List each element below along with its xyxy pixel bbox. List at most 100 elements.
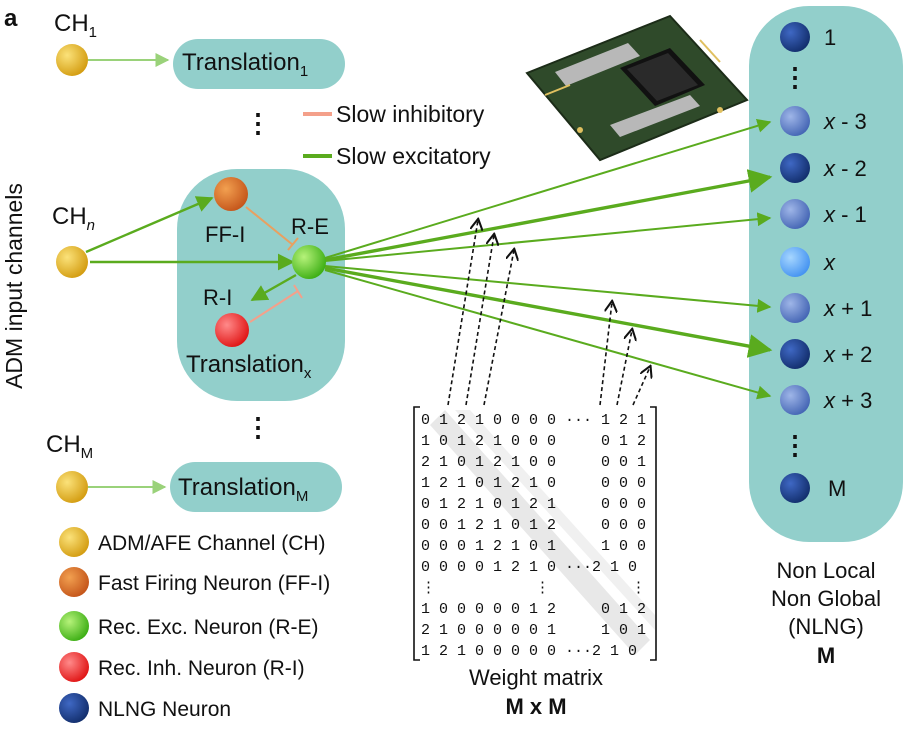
matrix-row-4: 1 2 1 0 1 2 1 0 0 0 0 [421,475,646,492]
nlng-label-x-2: x - 2 [823,156,867,181]
legend-nlng-swatch [59,693,89,723]
legend-ff-label: Fast Firing Neuron (FF-I) [98,572,330,595]
arrow-to-x+3 [324,269,772,400]
dashed-arrow-4 [599,302,612,406]
chn-neuron [56,246,88,278]
matrix-rows: 0 1 2 1 0 0 0 0 ··· 1 2 1 1 0 1 2 1 0 0 … [421,412,646,660]
legend-excitatory-label: Slow excitatory [336,143,491,169]
nlng-neuron-x+3 [780,385,810,415]
nlng-label-x+3: x + 3 [823,388,872,413]
legend-ri-label: Rec. Inh. Neuron (R-I) [98,657,305,680]
matrix-row-2: 1 0 1 2 1 0 0 0 0 1 2 [421,433,646,450]
nlng-neuron-m [780,473,810,503]
matrix-row-5: 0 1 2 1 0 1 2 1 0 0 0 [421,496,646,513]
arrow-to-x+2 [324,266,773,358]
translation-x-box [177,169,345,401]
matrix-row-1: 0 1 2 1 0 0 0 0 ··· 1 2 1 [421,412,646,429]
translation-m-label: TranslationM [178,474,308,505]
chm-neuron [56,471,88,503]
neuron-legend: ADM/AFE Channel (CH) Fast Firing Neuron … [59,527,330,723]
dashed-arrow-3 [483,250,514,406]
translation-1-box [173,39,345,89]
nlng-title-line-4: M [817,643,835,668]
nlng-title-line-2: Non Global [771,586,881,611]
ri-label: R-I [203,285,232,310]
legend-ff-swatch [59,567,89,597]
matrix-row-10: 1 0 0 0 0 0 1 2 0 1 2 [421,601,646,618]
ff-to-re-inhibit [245,206,294,246]
chn-label: CHn [52,203,95,234]
nlng-neuron-x-1 [780,199,810,229]
legend-re-label: Rec. Exc. Neuron (R-E) [98,616,319,639]
ellipsis-bottom: ⋮ [245,412,271,442]
matrix-row-12: 1 2 1 0 0 0 0 0 ···2 1 0 [421,643,637,660]
ri-to-re-inhibit-bar [293,284,303,299]
matrix-row-7: 0 0 0 1 2 1 0 1 1 0 0 [421,538,646,555]
matrix-row-9: ⋮ ⋮ ⋮ [421,580,646,597]
dashed-arrow-1 [447,220,478,406]
y-axis-label: ADM input channels [1,183,27,389]
matrix-bracket-left [413,406,420,661]
nlng-neurons: 1 ⋮ x - 3 x - 2 x - 1 x x + 1 x + 2 x + … [780,22,872,503]
arrow-to-x-2 [324,169,773,262]
ff-to-re-inhibit-bar [287,237,299,251]
nlng-ellipsis-bottom: ⋮ [782,430,808,460]
ff-label: FF-I [205,222,245,247]
nlng-label-x: x [823,250,836,275]
arrow-to-x-3 [324,118,772,259]
nlng-title-line-3: (NLNG) [788,614,864,639]
re-label: R-E [291,214,329,239]
matrix-bracket-right [650,406,657,661]
translation-x-label: Translationx [186,351,312,382]
nlng-label-x+1: x + 1 [823,296,872,321]
ri-to-re-inhibit [249,290,299,323]
matrix-row-6: 0 0 1 2 1 0 1 2 0 0 0 [421,517,646,534]
arrow-to-x+1 [324,265,772,313]
legend-nlng-label: NLNG Neuron [98,698,231,721]
translation-1-label: Translation1 [182,49,308,80]
ch1-label: CH1 [54,10,97,41]
dashed-arrow-5 [616,330,632,406]
matrix-caption-bold: M x M [505,694,566,719]
ri-neuron [215,313,249,347]
fpga-board-image [525,14,749,162]
legend-ch-label: ADM/AFE Channel (CH) [98,532,326,555]
nlng-title: Non Local Non Global (NLNG) M [771,558,881,668]
nlng-neuron-x+1 [780,293,810,323]
re-to-nlng-arrows [324,118,773,400]
arrow-to-x-1 [324,212,772,262]
translation-m-box [170,462,342,512]
nlng-label-x+2: x + 2 [823,342,872,367]
nlng-neuron-x-3 [780,106,810,136]
panel-label: a [4,5,18,32]
ch1-neuron [56,44,88,76]
re-to-ri-arrow [250,273,297,302]
nlng-label-x-1: x - 1 [823,202,867,227]
legend-ch-swatch [59,527,89,557]
matrix-dashed-arrows [447,220,650,406]
nlng-neuron-1 [780,22,810,52]
nlng-title-line-1: Non Local [776,558,875,583]
weight-matrix: 0 1 2 1 0 0 0 0 ··· 1 2 1 1 0 1 2 1 0 0 … [413,406,657,719]
nlng-label-m: M [828,476,846,501]
re-neuron [292,245,326,279]
nlng-neuron-x-2 [780,153,810,183]
chm-label: CHM [46,431,93,462]
nlng-neuron-x [780,247,810,277]
matrix-row-8: 0 0 0 0 1 2 1 0 ···2 1 0 [421,559,637,576]
nlng-neuron-x+2 [780,339,810,369]
dashed-arrow-2 [465,235,494,406]
matrix-row-3: 2 1 0 1 2 1 0 0 0 0 1 [421,454,646,471]
nlng-label-x-3: x - 3 [823,109,867,134]
legend-re-swatch [59,611,89,641]
matrix-row-11: 2 1 0 0 0 0 0 1 1 0 1 [421,622,646,639]
matrix-caption: Weight matrix [469,665,603,690]
dashed-arrow-6 [632,367,650,406]
nlng-ellipsis-top: ⋮ [782,62,808,92]
nlng-label-1: 1 [824,25,836,50]
legend-ri-swatch [59,652,89,682]
ellipsis-top: ⋮ [245,108,271,138]
ff-neuron [214,177,248,211]
chn-to-ff-arrow [85,196,214,254]
